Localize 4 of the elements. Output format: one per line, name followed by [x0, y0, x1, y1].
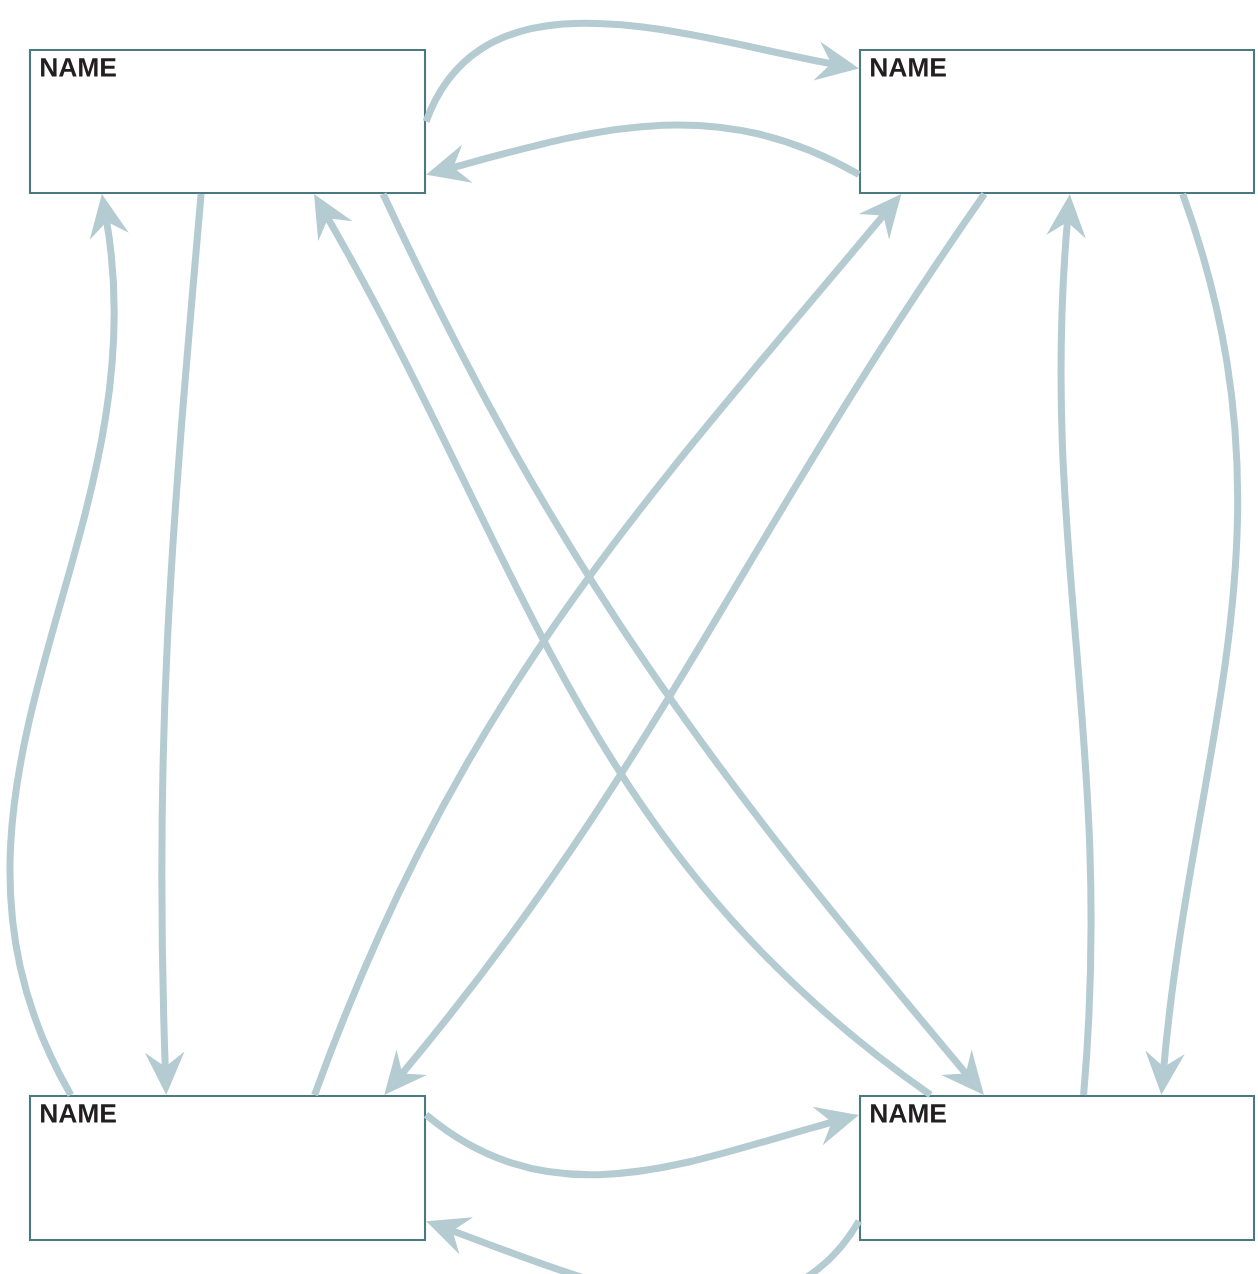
name-box: NAME	[28, 48, 427, 195]
name-box: NAME	[28, 1094, 427, 1242]
name-box: NAME	[858, 1094, 1256, 1242]
name-box: NAME	[858, 48, 1256, 195]
